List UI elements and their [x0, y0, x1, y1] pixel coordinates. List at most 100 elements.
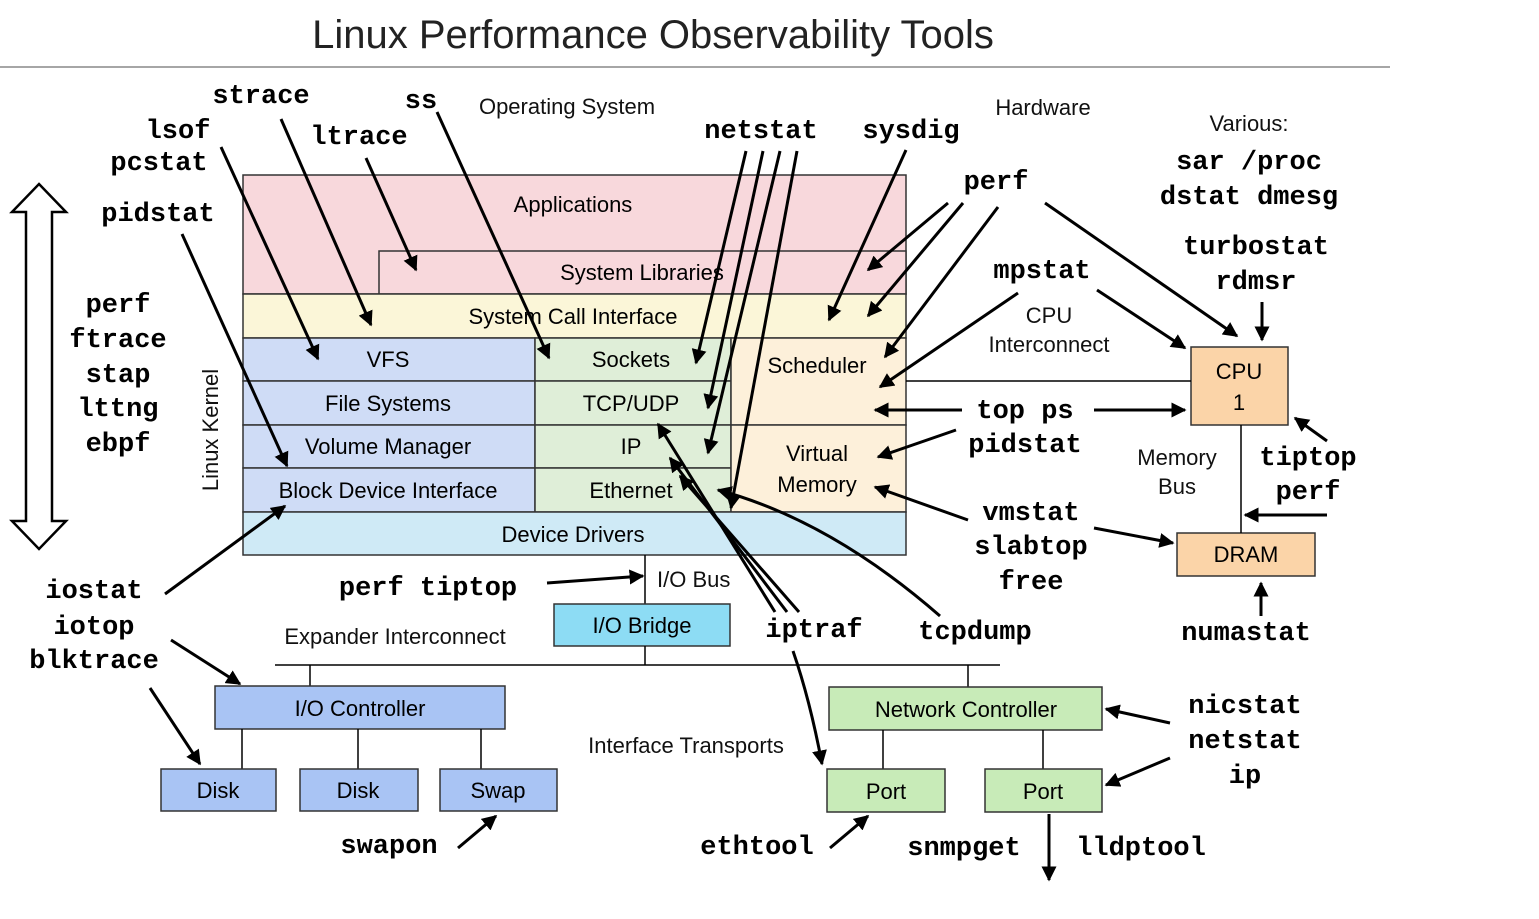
disk-box-1 [160, 768, 277, 812]
arrow-iptraf-port [791, 650, 827, 766]
vfs-label: VFS [367, 347, 410, 372]
arrow-iotop [170, 638, 242, 686]
tool-swapon: swapon [340, 832, 437, 862]
tool-nicstat: nicstat [1188, 692, 1301, 722]
tool-tiptop-right: tiptop [1259, 444, 1356, 474]
arrow-perf-2 [866, 202, 965, 318]
arrow-blktrace [148, 687, 202, 766]
tool-strace: strace [212, 82, 309, 112]
tool-arrows [148, 111, 1328, 882]
arrow-strace [279, 118, 373, 327]
volume-manager-label: Volume Manager [305, 434, 471, 459]
cpu-label: CPU [1216, 359, 1262, 384]
interface-transports-label: Interface Transports [588, 733, 784, 758]
tool-sar-proc: sar /proc [1176, 148, 1322, 178]
network-controller-box [828, 686, 1103, 731]
tool-left-perf: perf [86, 291, 151, 321]
cpu-number: 1 [1233, 390, 1245, 415]
tool-pcstat: pcstat [110, 149, 207, 179]
port-label-2: Port [1023, 779, 1063, 804]
various-label: Various: [1209, 111, 1288, 136]
tool-ethtool: ethtool [700, 833, 813, 863]
arrow-mpstat-2 [1096, 288, 1187, 350]
arrow-perf-tiptop [546, 569, 645, 585]
tool-blktrace: blktrace [29, 647, 159, 677]
scheduler-label: Scheduler [767, 353, 866, 378]
tool-dstat-dmesg: dstat dmesg [1160, 183, 1338, 213]
cpu-interconnect-label-1: CPU [1026, 303, 1072, 328]
arrow-iptraf-3 [678, 474, 801, 613]
tool-top-ps: top ps [976, 397, 1073, 427]
arrow-pidstat-mid [876, 428, 957, 460]
arrow-mpstat-1 [878, 291, 1019, 389]
linux-kernel-label: Linux Kernel [198, 369, 223, 491]
tool-perf-top: perf [964, 168, 1029, 198]
arrow-ethtool [829, 814, 870, 850]
tool-ltrace: ltrace [310, 123, 407, 153]
sockets-label: Sockets [592, 347, 670, 372]
tool-left-ebpf: ebpf [86, 430, 151, 460]
port-label-1: Port [866, 779, 906, 804]
cpu-box [1190, 346, 1289, 426]
io-bus-label: I/O Bus [657, 567, 730, 592]
tool-lldptool: lldptool [1076, 834, 1206, 864]
tool-perf-right: perf [1276, 478, 1341, 508]
arrow-perf-cpu [1044, 201, 1239, 338]
system-libraries-layer [378, 250, 907, 295]
tcp-udp-layer [534, 380, 732, 426]
swap-box [439, 768, 558, 812]
arrow-ss [435, 111, 551, 360]
tool-lsof: lsof [146, 117, 211, 147]
tool-iptraf: iptraf [765, 616, 862, 646]
tool-mpstat: mpstat [993, 257, 1090, 287]
tool-netstat-top: netstat [704, 117, 817, 147]
tool-free: free [999, 568, 1064, 598]
tool-rdmsr: rdmsr [1215, 268, 1296, 298]
volume-manager-layer [242, 424, 536, 469]
disk-box-2 [299, 768, 419, 812]
block-device-label: Block Device Interface [279, 478, 498, 503]
arrow-vmstat-vm [873, 484, 969, 522]
virtual-memory-layer [730, 424, 907, 513]
arrow-vmstat-dram [1093, 526, 1175, 548]
dram-box [1176, 532, 1316, 577]
ip-layer [534, 424, 732, 469]
tool-pidstat-left: pidstat [101, 200, 214, 230]
tool-ip: ip [1229, 762, 1261, 792]
arrow-pidstat-left [180, 233, 289, 468]
tool-pidstat-mid: pidstat [968, 431, 1081, 461]
arrow-sysdig [827, 149, 908, 322]
arrow-lsof [219, 146, 320, 361]
network-controller-label: Network Controller [875, 697, 1057, 722]
tool-iotop: iotop [53, 613, 134, 643]
os-section-label: Operating System [479, 94, 655, 119]
arrow-iostat [164, 504, 287, 596]
hardware-section-label: Hardware [995, 95, 1090, 120]
port-box-2 [984, 768, 1103, 813]
arrow-tcpdump [716, 486, 941, 618]
tool-left-ftrace: ftrace [69, 326, 166, 356]
ip-label: IP [621, 434, 642, 459]
io-controller-box [214, 685, 506, 730]
memory-bus-label-1: Memory [1137, 445, 1216, 470]
tool-netstat-bottom: netstat [1188, 727, 1301, 757]
arrow-netstat-3 [703, 150, 782, 455]
arrow-perf-1 [866, 201, 949, 272]
arrow-netstat-port [1104, 756, 1171, 787]
expander-label: Expander Interconnect [284, 624, 505, 649]
tool-perf-tiptop: perf tiptop [339, 574, 517, 604]
arrow-netstat-2 [703, 150, 765, 410]
scheduler-layer [730, 337, 907, 426]
diagram-title: Linux Performance Observability Tools [312, 13, 994, 57]
arrow-ltrace [364, 157, 418, 272]
file-systems-label: File Systems [325, 391, 451, 416]
dram-label: DRAM [1214, 542, 1279, 567]
ethernet-label: Ethernet [589, 478, 672, 503]
io-controller-label: I/O Controller [295, 696, 426, 721]
cpu-interconnect-label-2: Interconnect [988, 332, 1109, 357]
memory-bus-label-2: Bus [1158, 474, 1196, 499]
tool-sysdig: sysdig [862, 117, 959, 147]
tool-left-stap: stap [86, 361, 151, 391]
tool-iostat: iostat [45, 577, 142, 607]
